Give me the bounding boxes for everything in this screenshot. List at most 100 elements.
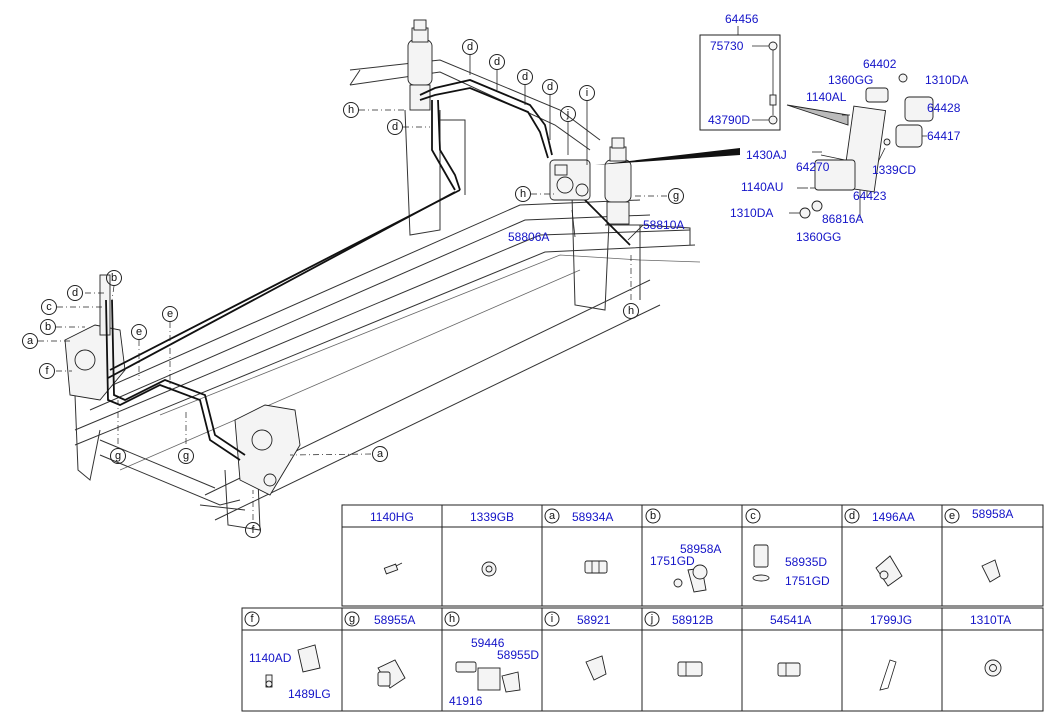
clip-icon [875, 555, 903, 587]
table-label-41916: 41916 [449, 694, 483, 708]
svg-text:c: c [750, 510, 756, 522]
table-label-1140AD: 1140AD [249, 651, 292, 665]
callout-64423: 64423 [853, 189, 887, 203]
straight-fitting-icon [752, 544, 770, 582]
svg-text:b: b [111, 272, 117, 284]
table-header-1496AA: 1496AA [872, 510, 915, 524]
svg-text:c: c [46, 301, 52, 313]
table-letter-g: g [344, 611, 360, 627]
svg-text:h: h [348, 104, 354, 116]
svg-text:g: g [349, 613, 355, 625]
detail-pointer [595, 148, 740, 165]
svg-text:a: a [549, 510, 556, 522]
callout-1140AL: 1140AL [806, 90, 847, 104]
svg-text:a: a [27, 335, 34, 347]
svg-text:b: b [650, 510, 656, 522]
letter-callout-g: g [668, 188, 684, 204]
table-letter-b: b [645, 508, 661, 524]
table-header-1799JG: 1799JG [870, 613, 912, 627]
letter-callout-a: a [372, 446, 388, 462]
svg-text:i: i [551, 613, 553, 625]
letter-callout-f: f [39, 363, 55, 379]
callout-64402: 64402 [863, 57, 897, 71]
letter-callout-f: f [245, 522, 261, 538]
svg-text:d: d [392, 121, 398, 133]
table-letter-c: c [745, 508, 761, 524]
letter-callout-d: d [542, 79, 558, 95]
table-letter-i: i [544, 611, 560, 627]
elbow-icon-i [585, 655, 607, 681]
callout-1310DA-bottom: 1310DA [730, 206, 773, 220]
svg-text:d: d [494, 56, 500, 68]
table-header-1310TA: 1310TA [970, 613, 1011, 627]
svg-text:g: g [183, 450, 189, 462]
table-header-58934A: 58934A [572, 510, 613, 524]
valve-assembly-detail [786, 73, 934, 219]
callout-75730: 75730 [710, 39, 744, 53]
svg-text:j: j [650, 613, 653, 625]
svg-text:d: d [72, 287, 78, 299]
svg-text:e: e [949, 510, 955, 522]
parts-table: 1140HG 1339GB a 58934A b c d 1496AA e 58… [241, 504, 1044, 712]
callout-1430AJ: 1430AJ [746, 148, 787, 162]
letter-callout-h: h [343, 102, 359, 118]
letter-callout-d: d [517, 69, 533, 85]
chassis-frame [74, 59, 701, 531]
svg-text:e: e [136, 326, 142, 338]
svg-text:d: d [522, 71, 528, 83]
callout-58806A: 58806A [508, 230, 549, 244]
grommet-icon [481, 561, 497, 577]
table-header-58958A-e: 58958A [972, 507, 1013, 521]
letter-callout-e: e [131, 324, 147, 340]
air-lines [105, 79, 631, 461]
callout-1339CD: 1339CD [872, 163, 916, 177]
letter-callout-d: d [387, 119, 403, 135]
callout-58810A: 58810A [643, 218, 684, 232]
callout-1360GG-bottom: 1360GG [796, 230, 841, 244]
table-label-58958A-b: 58958A [680, 542, 721, 556]
table-letter-h: h [444, 611, 460, 627]
table-header-58912B: 58912B [672, 613, 713, 627]
table-header-1339GB: 1339GB [470, 510, 514, 524]
circled-letter-callouts: d d d d i j h d h g h b d c b a f e e g … [22, 39, 684, 538]
svg-text:b: b [45, 321, 51, 333]
table-label-58935D-c: 58935D [785, 555, 827, 569]
callout-1310DA-top: 1310DA [925, 73, 968, 87]
callout-43790D: 43790D [708, 113, 750, 127]
letter-callout-b: b [40, 319, 56, 335]
table-letter-e: e [944, 508, 960, 524]
callout-86816A: 86816A [822, 212, 863, 226]
svg-text:h: h [628, 305, 634, 317]
svg-text:d: d [467, 41, 473, 53]
letter-callout-g: g [110, 448, 126, 464]
svg-text:j: j [566, 108, 569, 120]
table-label-1751GD-b: 1751GD [650, 554, 695, 568]
table-letter-j: j [644, 611, 660, 627]
table-label-1751GD-c: 1751GD [785, 574, 830, 588]
letter-callout-j: j [560, 106, 576, 122]
elbow-fitting-icon [673, 564, 708, 593]
svg-text:e: e [167, 308, 173, 320]
table-header-54541A: 54541A [770, 613, 811, 627]
callout-1360GG-top: 1360GG [828, 73, 873, 87]
letter-callout-e: e [162, 306, 178, 322]
table-label-58955D: 58955D [497, 648, 539, 662]
elbow-icon-g [377, 659, 406, 689]
link-rod-detail [699, 34, 781, 131]
table-letter-d: d [844, 508, 860, 524]
callout-64456: 64456 [725, 12, 759, 26]
table-header-58955A: 58955A [374, 613, 415, 627]
table-label-1489LG: 1489LG [288, 687, 331, 701]
svg-text:h: h [449, 613, 455, 625]
svg-text:h: h [520, 188, 526, 200]
connector-icon-58934A [584, 560, 608, 574]
table-header-58921: 58921 [577, 613, 611, 627]
cable-tie-icon [879, 659, 897, 691]
svg-text:g: g [115, 450, 121, 462]
rear-axle-bracket-left [64, 274, 126, 401]
letter-callout-i: i [579, 85, 595, 101]
table-letter-f: f [244, 611, 260, 627]
clamp-icon [265, 644, 321, 688]
letter-callout-c: c [41, 299, 57, 315]
